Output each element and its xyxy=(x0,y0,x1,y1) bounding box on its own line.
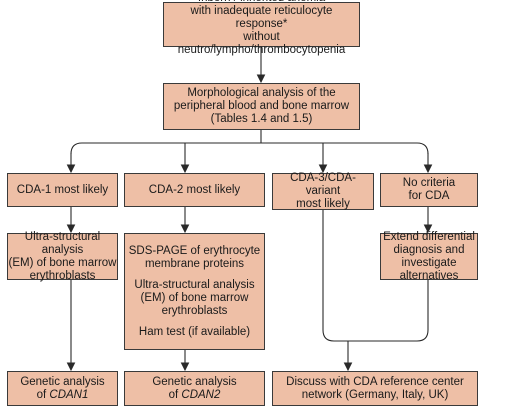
discuss-reference-center-node: Discuss with CDA reference center networ… xyxy=(272,371,478,406)
genetic-cdan2-node: Genetic analysis of CDAN2 xyxy=(124,371,265,406)
start-node: Inborn / inherited anemia with inadequat… xyxy=(163,0,360,56)
cda3-node: CDA-3/CDA-variant most likely xyxy=(272,172,374,210)
cda2-workup-node: SDS-PAGE of erythrocyte membrane protein… xyxy=(124,233,265,350)
edge-cda3-to-discuss xyxy=(322,210,348,342)
gen2-gene: CDAN2 xyxy=(181,388,221,401)
branch-bar xyxy=(70,142,429,155)
no-criteria-node: No criteria for CDA xyxy=(380,173,478,207)
ultrastructural-step: Ultra-structural analysis (EM) of bone m… xyxy=(134,278,255,317)
gen2-prefix: Genetic analysis of xyxy=(152,375,237,401)
genetic-cdan1-node: Genetic analysis of CDAN1 xyxy=(7,371,118,406)
cda1-node: CDA-1 most likely xyxy=(7,173,118,207)
ham-test-step: Ham test (if available) xyxy=(138,325,251,338)
ultrastructural-cda1-node: Ultra-structural analysis (EM) of bone m… xyxy=(7,230,118,282)
sds-page-step: SDS-PAGE of erythrocyte membrane protein… xyxy=(128,244,261,270)
edge-extend-to-discuss xyxy=(348,280,429,342)
gen1-prefix: Genetic analysis of xyxy=(20,375,105,401)
morphological-analysis-node: Morphological analysis of the peripheral… xyxy=(163,83,360,130)
cda2-node: CDA-2 most likely xyxy=(124,173,265,207)
extend-diagnosis-node: Extend differential diagnosis and invest… xyxy=(380,231,478,282)
gen1-gene: CDAN1 xyxy=(49,388,89,401)
